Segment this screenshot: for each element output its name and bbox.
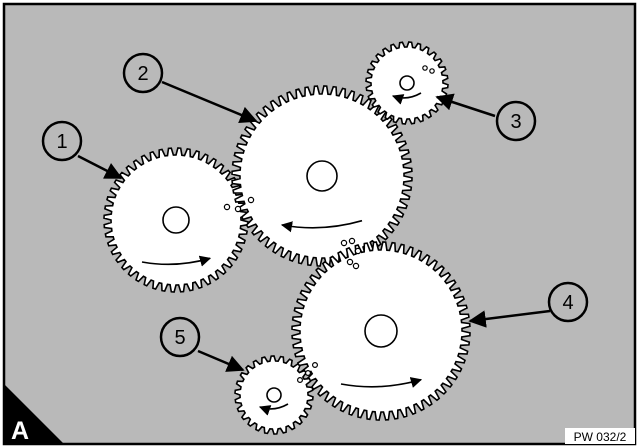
callout-circle xyxy=(159,316,201,358)
callout-number: 2 xyxy=(137,63,148,85)
leader-arrow-5 xyxy=(197,349,245,372)
mesh-dot xyxy=(312,362,319,369)
mesh-dot xyxy=(346,258,354,266)
callout-circle xyxy=(122,52,164,94)
gear-4 xyxy=(291,241,471,421)
reference-code-box xyxy=(565,428,635,444)
mesh-dot xyxy=(348,237,356,245)
callout-3: 3 xyxy=(495,100,537,142)
callout-number: 4 xyxy=(562,292,573,314)
clockwise-rotation-arrow-icon xyxy=(340,377,423,388)
mesh-dot xyxy=(340,239,348,247)
mesh-dot xyxy=(247,196,255,204)
callout-4: 4 xyxy=(547,281,589,323)
mesh-dot xyxy=(422,65,428,71)
counterclockwise-rotation-arrow-icon xyxy=(258,403,289,416)
mesh-dot xyxy=(305,370,312,377)
callout-number: 5 xyxy=(174,327,185,349)
leader-arrow-2 xyxy=(161,80,258,124)
panel-letter: A xyxy=(11,417,29,445)
leader-arrow-1 xyxy=(77,154,123,180)
clockwise-rotation-arrow-icon xyxy=(141,255,212,267)
counterclockwise-rotation-arrow-icon xyxy=(391,92,422,105)
mesh-dot xyxy=(223,203,231,211)
gear-hub-hole xyxy=(399,75,415,91)
leader-arrow-4 xyxy=(468,309,551,328)
callout-1: 1 xyxy=(41,120,83,162)
leader-arrow-3 xyxy=(435,93,496,118)
gear-hub-hole xyxy=(266,387,282,403)
callout-circle xyxy=(547,281,589,323)
callout-number: 3 xyxy=(510,111,521,133)
mesh-dot xyxy=(234,205,242,213)
mesh-dot xyxy=(429,68,435,74)
gear-2 xyxy=(231,85,413,267)
gear-5 xyxy=(234,355,314,435)
callout-circle xyxy=(41,120,83,162)
gear-hub-hole xyxy=(162,206,190,234)
gear-1 xyxy=(103,147,249,293)
gear-3 xyxy=(365,41,449,125)
callout-2: 2 xyxy=(122,52,164,94)
gear-hub-hole xyxy=(306,160,338,192)
callout-circle xyxy=(495,100,537,142)
mesh-dot xyxy=(297,377,304,384)
mesh-dot xyxy=(354,247,362,255)
callout-5: 5 xyxy=(159,316,201,358)
panel-corner xyxy=(4,384,64,444)
mesh-dot xyxy=(352,262,360,270)
callout-number: 1 xyxy=(56,131,67,153)
reference-code: PW 032/2 xyxy=(574,430,627,444)
counterclockwise-rotation-arrow-icon xyxy=(280,219,363,233)
gear-hub-hole xyxy=(364,314,398,348)
